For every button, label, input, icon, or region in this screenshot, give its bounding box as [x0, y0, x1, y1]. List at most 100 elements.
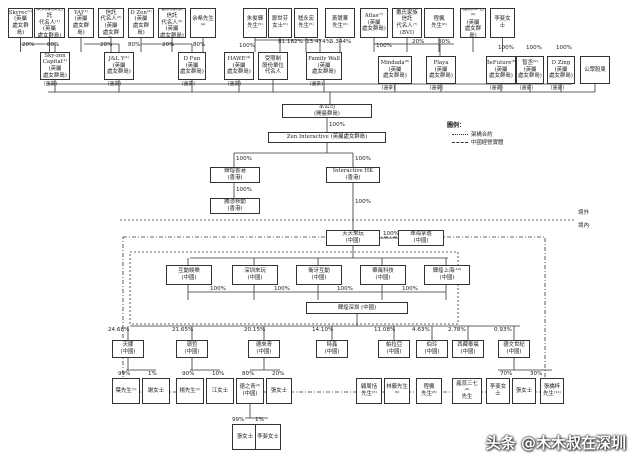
pct-op-1: 24.68% — [108, 327, 130, 333]
bottom-percent-8: 70% — [500, 371, 513, 377]
shareholder-box-zengfam: 鶴氏家族信託 代名人⁽²⁾ (英屬 處女群島) — [98, 8, 124, 38]
pct-op-5: 11.08% — [374, 327, 396, 333]
owner-box-b14: 張女士 — [512, 378, 536, 404]
holding-box-jly: J&L Y⁽¹⁾ (英屬 處女群島) — [104, 52, 134, 80]
holding-box-haw: HAWE⁽⁴⁾ (英屬 處女群島) — [224, 52, 254, 80]
bottom-percent-7: 1% — [255, 417, 264, 423]
subsidiary-box-2: 深圳來玩 (中國) — [232, 265, 278, 285]
top-percent-7: 81.182% — [278, 39, 303, 45]
tag-befuture: [蛊豪] — [490, 86, 503, 91]
pct-company-zen: 100% — [329, 122, 345, 128]
holding-box-public: 公眾股東 — [580, 56, 610, 84]
tag-familywall: [蛊豪] — [310, 82, 323, 87]
shareholder-box-atlas: Atlas⁽⁷⁾ (英屬 處女群島) — [360, 8, 388, 38]
operating-entity-box-6: 伯玲 (中國) — [416, 340, 448, 358]
shareholder-box-qiu: 龐蕊三七⁽⁹⁾ (英屬 處女群島) — [460, 8, 486, 38]
shareholder-box-yefam: 葉氏家族信託 代名人⁽¹⁾ (英屬 處女群島) — [34, 8, 65, 38]
operating-entity-box-5: 帕拉亞 (中國) — [378, 340, 410, 358]
top-percent-10: 100% — [376, 43, 392, 49]
pct-op-8: 0.93% — [494, 327, 512, 333]
owner-box-b1: 葉先生⁽¹⁾ — [112, 378, 140, 404]
operating-entity-box-4: 特鑫 (中國) — [316, 340, 348, 358]
owner-box-b9: 顧周恬 先生⁽⁵⁾ — [356, 378, 382, 404]
bottom-percent-3: 10% — [212, 371, 225, 377]
pct-hk1-mobile: 100% — [236, 187, 252, 193]
pct-op-6: 4.63% — [412, 327, 430, 333]
tag-mindada: [蛊豪] — [382, 86, 395, 91]
owner-box-b4: 江女士 — [206, 378, 234, 404]
subsidiary-box-5: 輝煌上海⁽¹⁰⁾ (中國) — [424, 265, 470, 285]
pct-zen-ihk: 100% — [355, 156, 371, 162]
pct-ihk-tiantian: 100% — [355, 199, 371, 205]
shareholder-box-gao: 嵇永宏 先生⁽⁵⁾ — [294, 8, 318, 38]
pct-op-3: 20.15% — [244, 327, 266, 333]
owner-box-b12: 龐蕊三七⁽⁹⁾ 先生 — [452, 378, 482, 404]
owner-box-b13: 李斐女士 — [486, 378, 510, 404]
shareholder-box-liu: 程楓 先生⁽⁸⁾ — [424, 8, 454, 38]
shareholder-box-taifam: 戴氏家族信託 代名人⁽⁷⁾ (BVI) — [392, 8, 422, 38]
holding-box-playa: Playa (英屬 處女群島) — [426, 56, 456, 84]
zhuhai-box: 珠海掌遊 (中國) — [398, 230, 444, 246]
domestic-label: 境內 — [578, 223, 590, 229]
top-percent-5: 80% — [193, 42, 206, 48]
shareholder-box-dzen: D Zen⁽²⁾ (英屬 處女群島) — [128, 8, 154, 38]
company-box: 本公司 (開曼群島) — [282, 104, 372, 118]
top-percent-13: 100% — [498, 45, 514, 51]
owner-box-b11: 程楓 先生⁽⁸⁾ — [416, 378, 442, 404]
subsidiary-box-1: 互動娛樂 (中國) — [166, 265, 212, 285]
top-percent-15: 100% — [556, 45, 572, 51]
owner-box-b7: 張女士 — [232, 424, 258, 450]
owner-box-b10: 林藤先生⁽⁶⁾ — [384, 378, 410, 404]
holding-box-familywall: Family Wall (英屬 處女群島) — [306, 52, 342, 80]
tag-dzing: [蛊豪] — [551, 86, 564, 91]
domestic-frame-outer — [122, 236, 546, 393]
legend-solid-label: 架構合約 — [452, 130, 493, 138]
top-percent-0: 20% — [22, 42, 35, 48]
top-percent-6: 100% — [239, 43, 255, 49]
shareholder-box-skyrec: Skyrec⁽¹⁾ (英屬 處女群島) — [8, 8, 33, 38]
shareholder-box-zengfam2: 鶴氏家族信託 代名人⁽³⁾ (英屬 處女群島) — [158, 8, 186, 38]
bottom-percent-6: 99% — [232, 417, 245, 423]
watermark-text: 头条 @木木叔在深圳 — [485, 434, 626, 452]
zen-interactive-box: Zen Interactive (英屬處女群島) — [268, 132, 386, 143]
shareholder-box-li: 李斐女士 — [490, 8, 515, 38]
holding-box-zhiqian: 智丞⁽⁹⁾ (英屬 處女群島) — [516, 56, 544, 84]
top-percent-11: 20% — [412, 39, 425, 45]
pct-zen-hk1: 100% — [236, 156, 252, 162]
owner-box-b2: 謝女士 — [142, 378, 170, 404]
bottom-percent-9: 30% — [530, 371, 543, 377]
top-percent-1: 80% — [47, 42, 60, 48]
holding-box-mindada: Mindada⁽⁶⁾ (英屬 處女群島) — [378, 56, 412, 84]
top-percent-14: 100% — [526, 45, 542, 51]
operating-entity-box-7: 西藏泰晨 (中國) — [452, 340, 484, 358]
pct-sub-1: 100% — [210, 286, 226, 292]
tag-dfun: [蛊豪] — [182, 82, 195, 87]
pct-op-2: 21.65% — [172, 327, 194, 333]
hk-company-box: 輝煌香港 (香港) — [210, 167, 260, 183]
top-percent-3: 80% — [128, 42, 141, 48]
legend-title: 圖例： — [447, 122, 466, 129]
top-percent-4: 20% — [162, 42, 175, 48]
pct-tiantian-zhuhai: 100% — [383, 231, 399, 237]
holding-box-dzing: D Zing (英屬 處女群島) — [547, 56, 575, 84]
pct-sub-3: 100% — [337, 286, 353, 292]
operating-entity-box-8: 德文世紀 (中國) — [498, 340, 530, 358]
holding-box-dfun: D Fun (英屬 處女群島) — [178, 52, 206, 80]
operating-entity-box-3: 德來青 (中國) — [248, 340, 280, 358]
tag-playa: [蛊豪] — [430, 86, 443, 91]
legend-dashed-text: 中國經營實體 — [471, 140, 504, 146]
tag-haw: [蛊豪] — [228, 82, 241, 87]
holding-box-skyzen: Sky-zen Capital⁽¹⁾ (英屬 處女群島) — [40, 52, 70, 80]
holding-box-befuture: BeFuture⁽⁸⁾ (英屬 處女群島) — [486, 56, 516, 84]
shareholder-box-yuqiao: 余希先生⁽⁴⁾ — [190, 8, 216, 38]
pct-op-7: 2.78% — [448, 327, 466, 333]
pct-sub-2: 100% — [274, 286, 290, 292]
shareholder-box-huang: 黃競華 先生⁽⁶⁾ — [325, 8, 355, 38]
pct-sub-4: 100% — [402, 286, 418, 292]
subsidiary-box-4: 華風科技 (中國) — [360, 265, 406, 285]
tag-jly: [蛊豪] — [108, 82, 121, 87]
hk-mobile-box: 騰憑移動 (香港) — [210, 198, 260, 214]
shareholder-box-zheng: 鄭世芬 女士⁽⁵⁾ — [268, 8, 292, 38]
domestic-frame-inner — [129, 251, 459, 325]
bottom-percent-4: 80% — [242, 371, 255, 377]
